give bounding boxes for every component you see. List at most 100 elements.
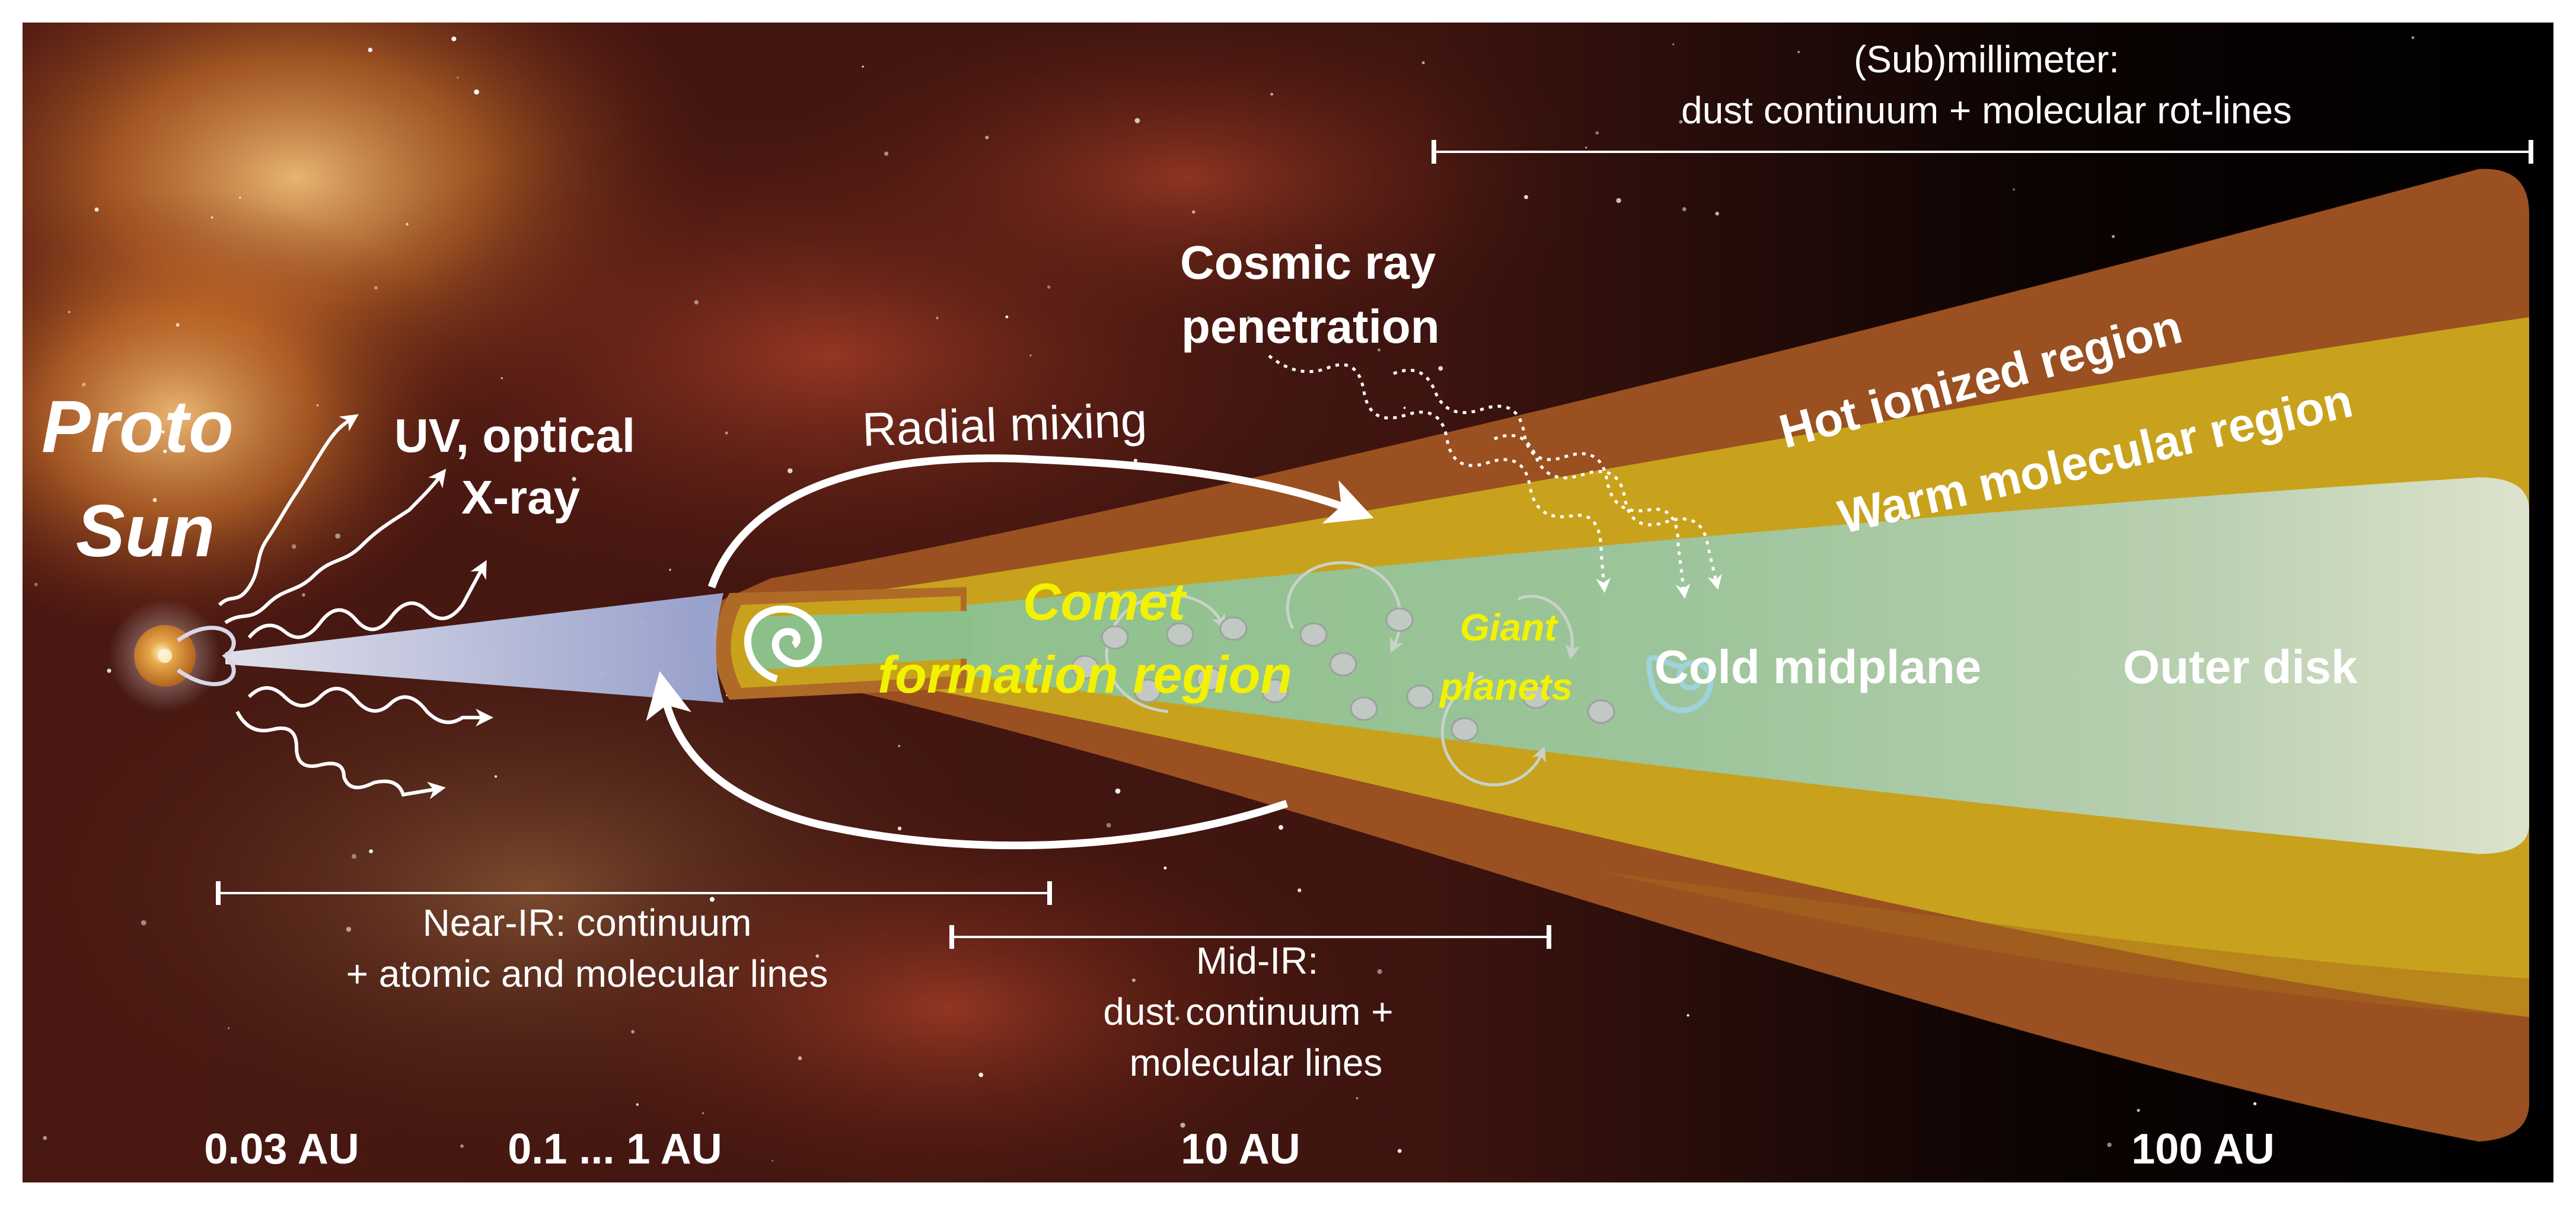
star: [1616, 198, 1621, 203]
near-ir-label-line1: Near-IR: continuum: [423, 901, 752, 944]
star: [914, 429, 917, 431]
mid-ir-label-line3: molecular lines: [1130, 1041, 1383, 1084]
inner-green: [745, 611, 973, 670]
star: [897, 826, 902, 831]
waveband-bars: [216, 140, 2533, 949]
radiation-arrows: [218, 414, 493, 799]
star: [1029, 354, 1032, 356]
star: [1279, 825, 1283, 830]
star: [291, 544, 297, 549]
star: [1595, 131, 1599, 135]
star: [1134, 118, 1140, 123]
star: [1682, 207, 1686, 212]
planetesimal: [1133, 678, 1162, 703]
star: [2112, 235, 2115, 238]
submm-label-line1: (Sub)millimeter:: [1854, 38, 2119, 81]
star: [474, 89, 479, 95]
star: [771, 1159, 774, 1162]
planetesimal: [1261, 678, 1289, 703]
hot-layer-lower-shade: [1601, 872, 2529, 1017]
star: [494, 775, 498, 778]
star: [636, 1103, 639, 1106]
star: [460, 1144, 464, 1148]
xray-arrow-3: [235, 710, 446, 799]
star: [1197, 316, 1201, 321]
proto-sun-label-line1: Proto: [42, 386, 234, 468]
star: [152, 498, 157, 502]
star: [227, 1027, 230, 1029]
star: [1679, 120, 1683, 124]
star: [1133, 458, 1137, 463]
star: [1672, 43, 1675, 46]
star: [1270, 93, 1273, 96]
star: [1421, 61, 1425, 65]
planetesimal: [1299, 622, 1328, 647]
star: [788, 468, 793, 474]
star: [406, 222, 409, 226]
giant-planets-label-line2: planets: [1439, 665, 1573, 708]
star: [459, 930, 463, 935]
mid-ir-label-line2: dust continuum +: [1103, 990, 1393, 1033]
radial-mixing-lower-arrow: [646, 671, 1289, 850]
near-ir-label-line2: + atomic and molecular lines: [346, 952, 828, 995]
star: [451, 36, 457, 42]
submm-label-line2: dust continuum + molecular rot-lines: [1681, 89, 2292, 132]
star: [2411, 36, 2415, 39]
star: [1524, 195, 1528, 199]
star: [335, 533, 340, 539]
star: [1159, 1007, 1163, 1011]
star: [1247, 316, 1251, 320]
star: [898, 745, 900, 747]
star: [1377, 969, 1382, 974]
outer-disk-label: Outer disk: [2123, 640, 2358, 693]
planetesimal: [1522, 684, 1550, 709]
star: [316, 404, 319, 407]
star: [862, 65, 864, 68]
distance-label-1: 0.1 ... 1 AU: [508, 1126, 722, 1173]
star: [572, 477, 576, 482]
star: [368, 47, 372, 52]
eddy-4: [1517, 595, 1580, 660]
star: [1356, 1097, 1359, 1099]
star: [1047, 285, 1051, 289]
x-ray-label: X-ray: [461, 471, 581, 524]
star: [1797, 50, 1800, 53]
planetesimal: [1406, 684, 1434, 709]
star: [1377, 348, 1381, 352]
planetesimal: [1587, 699, 1615, 724]
planetesimal: [1195, 667, 1224, 691]
cosmic-ray-label-line2: penetration: [1181, 300, 1440, 353]
midplane-layer: [801, 477, 2529, 854]
proto-sun: [109, 600, 236, 712]
distance-label-3: 100 AU: [2131, 1126, 2274, 1173]
mid-ir-label-line1: Mid-IR:: [1196, 939, 1318, 982]
inner-gas-disk: [225, 593, 723, 703]
star: [238, 196, 241, 199]
star: [195, 435, 197, 438]
planetesimal: [1101, 625, 1129, 650]
star: [702, 1112, 704, 1114]
star: [374, 286, 378, 290]
star: [631, 1029, 635, 1034]
star: [163, 450, 167, 453]
star: [978, 1072, 983, 1078]
star: [1686, 1014, 1689, 1017]
star: [176, 323, 180, 327]
star: [500, 377, 503, 380]
star: [346, 926, 352, 932]
star: [1715, 212, 1719, 216]
radial-mixing-label: Radial mixing: [861, 393, 1147, 456]
cosmic-ray-arrow-1: [1268, 355, 1611, 593]
star: [141, 920, 146, 926]
star: [2107, 1142, 2112, 1147]
star: [107, 668, 111, 673]
radial-mixing-upper-arrow: [707, 454, 1374, 589]
uv-optical-label: UV, optical: [394, 409, 635, 462]
star: [2013, 188, 2016, 191]
star: [94, 207, 99, 212]
cosmic-ray-arrow-2: [1393, 368, 1691, 599]
star: [1005, 315, 1009, 318]
outer-spiral-icon: [1646, 655, 1713, 713]
